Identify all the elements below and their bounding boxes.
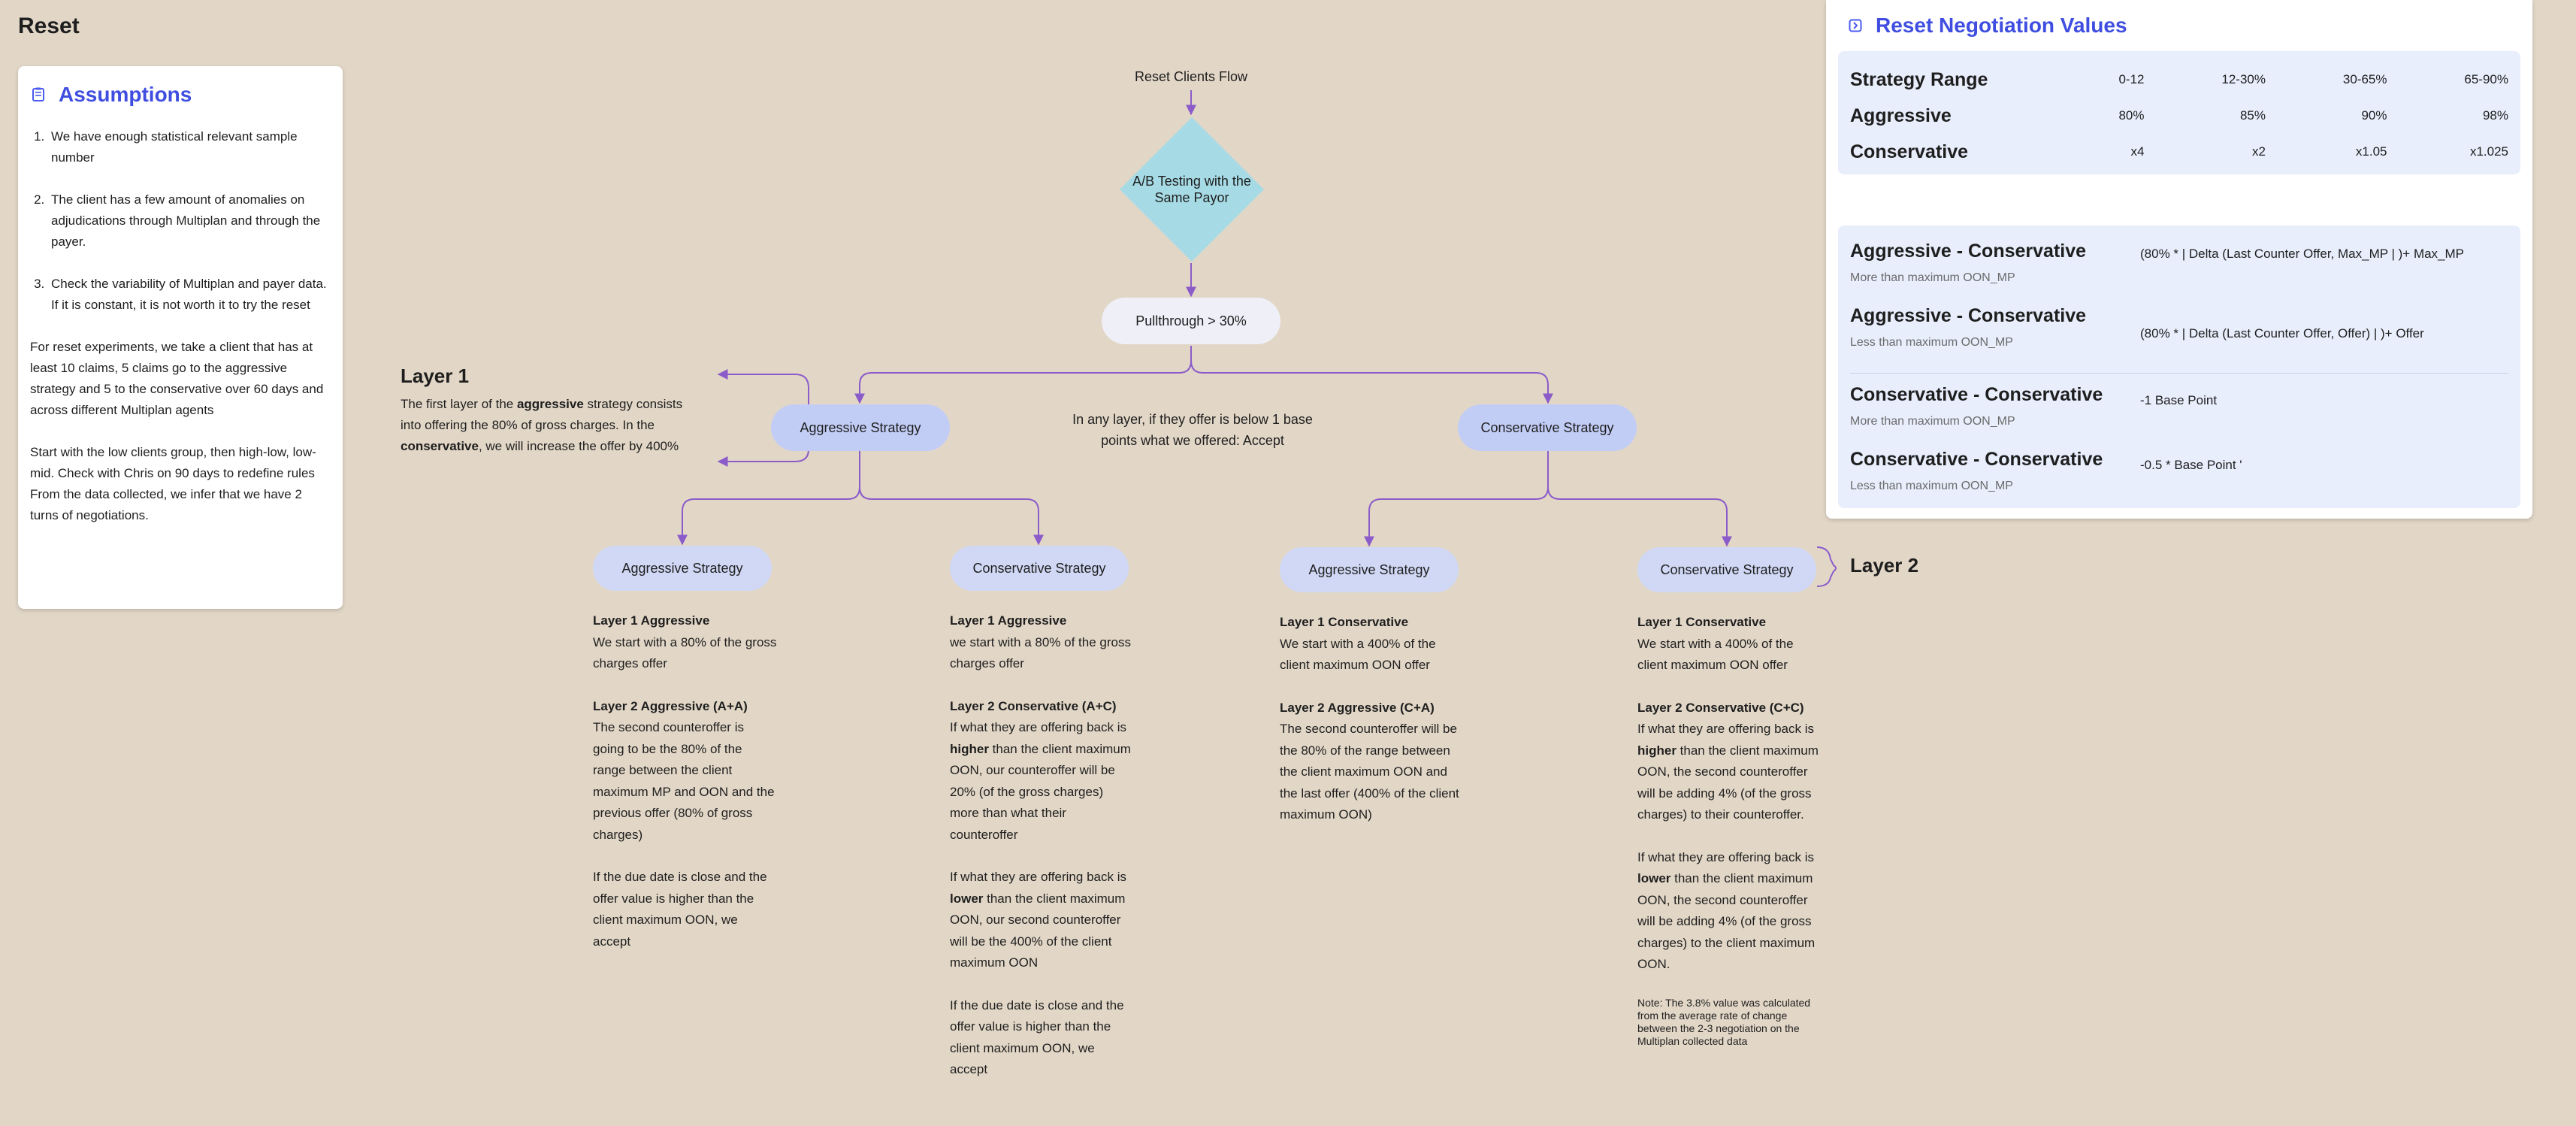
layer1-aggressive-node[interactable]: Aggressive Strategy [771, 404, 950, 451]
accept-rule-note: In any layer, if they offer is below 1 b… [1072, 412, 1313, 448]
assumptions-card: Assumptions We have enough statistical r… [18, 66, 343, 609]
connector-aggr-to-ac [859, 486, 1044, 546]
table-row: Conservative x4 x2 x1.05 x1.025 [1850, 141, 2508, 162]
decision-node[interactable] [1120, 117, 1264, 262]
rules-divider [1850, 373, 2508, 374]
table-header-row: Strategy Range 0-12 12-30% 30-65% 65-90% [1850, 68, 2508, 90]
assumptions-title: Assumptions [59, 83, 192, 106]
assumption-paragraph: Start with the low clients group, then h… [30, 445, 316, 522]
connector-aggr-to-aa [677, 451, 860, 546]
board-title: Reset [18, 14, 80, 38]
calculation-note: Note: The 3.8% value was calculated from… [1637, 996, 1811, 1047]
layer1-conservative-node[interactable]: Conservative Strategy [1458, 404, 1637, 451]
negotiation-values-card: Reset Negotiation Values Strategy Range … [1826, 0, 2532, 519]
table-row: Aggressive 80% 85% 90% 98% [1850, 104, 2508, 126]
assumption-item: The client has a few amount of anomalies… [48, 189, 331, 253]
layer1-description: The first layer of the aggressive strate… [401, 397, 683, 453]
strategy-range-table: Strategy Range 0-12 12-30% 30-65% 65-90%… [1838, 51, 2520, 174]
layer2-aa-node[interactable]: Aggressive Strategy [593, 546, 772, 591]
layer2-ca-node[interactable]: Aggressive Strategy [1280, 547, 1459, 592]
assumption-item: We have enough statistical relevant samp… [48, 126, 331, 168]
document-icon [30, 86, 47, 103]
layer2-cc-node[interactable]: Conservative Strategy [1637, 547, 1816, 592]
layer2-ac-node[interactable]: Conservative Strategy [950, 546, 1129, 591]
connector-cons-to-cc [1547, 486, 1732, 547]
decision-label: A/B Testing with the Same Payor [1132, 174, 1251, 205]
connector-pullthrough-to-conservative [1190, 360, 1553, 404]
negotiation-title: Reset Negotiation Values [1876, 14, 2127, 37]
connector-cons-to-ca [1364, 451, 1549, 547]
collapse-icon[interactable] [1847, 17, 1864, 34]
pullthrough-node[interactable]: Pullthrough > 30% [1102, 298, 1280, 344]
assumption-paragraph: For reset experiments, we take a client … [30, 340, 324, 417]
assumptions-list: We have enough statistical relevant samp… [30, 126, 331, 316]
connector-pullthrough-to-aggressive [854, 346, 1192, 404]
layer2-bracket [1816, 546, 1837, 587]
flow-title: Reset Clients Flow [1134, 69, 1248, 84]
assumption-item: Check the variability of Multiplan and p… [48, 274, 331, 316]
layer1-heading: Layer 1 [401, 365, 470, 387]
layer2-heading: Layer 2 [1850, 554, 1919, 577]
